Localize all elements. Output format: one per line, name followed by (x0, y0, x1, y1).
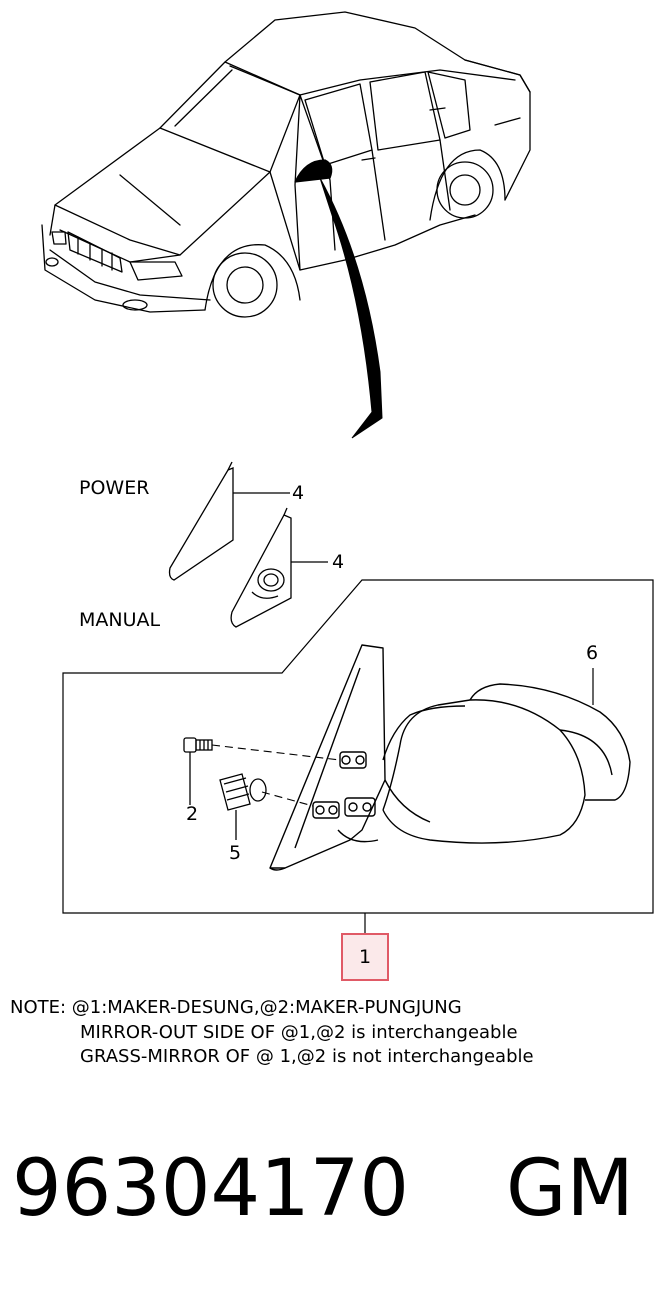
callout-4-power: 4 (292, 482, 305, 504)
power-label: POWER (79, 477, 150, 499)
outside-mirror-assembly (211, 644, 631, 871)
pointer-arrow (319, 177, 383, 439)
mirror-glass-manual (230, 507, 328, 628)
car-illustration (41, 11, 531, 318)
manual-label: MANUAL (79, 609, 161, 631)
note-line-2: MIRROR-OUT SIDE OF @1,@2 is interchangea… (80, 1022, 518, 1043)
mirror-glass-power (168, 461, 290, 581)
callout-4-manual: 4 (332, 551, 345, 573)
part-number: 96304170 (12, 1144, 410, 1234)
grommet-part (219, 773, 267, 840)
callout-6: 6 (586, 642, 599, 664)
screw-part (183, 737, 213, 805)
callout-5: 5 (229, 842, 242, 864)
assembly-frame (62, 579, 654, 914)
brand-name: GM (506, 1144, 634, 1234)
callout-2: 2 (186, 803, 199, 825)
note-line-1: NOTE: @1:MAKER-DESUNG,@2:MAKER-PUNGJUNG (10, 997, 462, 1018)
callout-1: 1 (358, 946, 372, 968)
callout-1-highlight: 1 (341, 933, 389, 981)
note-line-3: GRASS-MIRROR OF @ 1,@2 is not interchang… (80, 1046, 534, 1067)
